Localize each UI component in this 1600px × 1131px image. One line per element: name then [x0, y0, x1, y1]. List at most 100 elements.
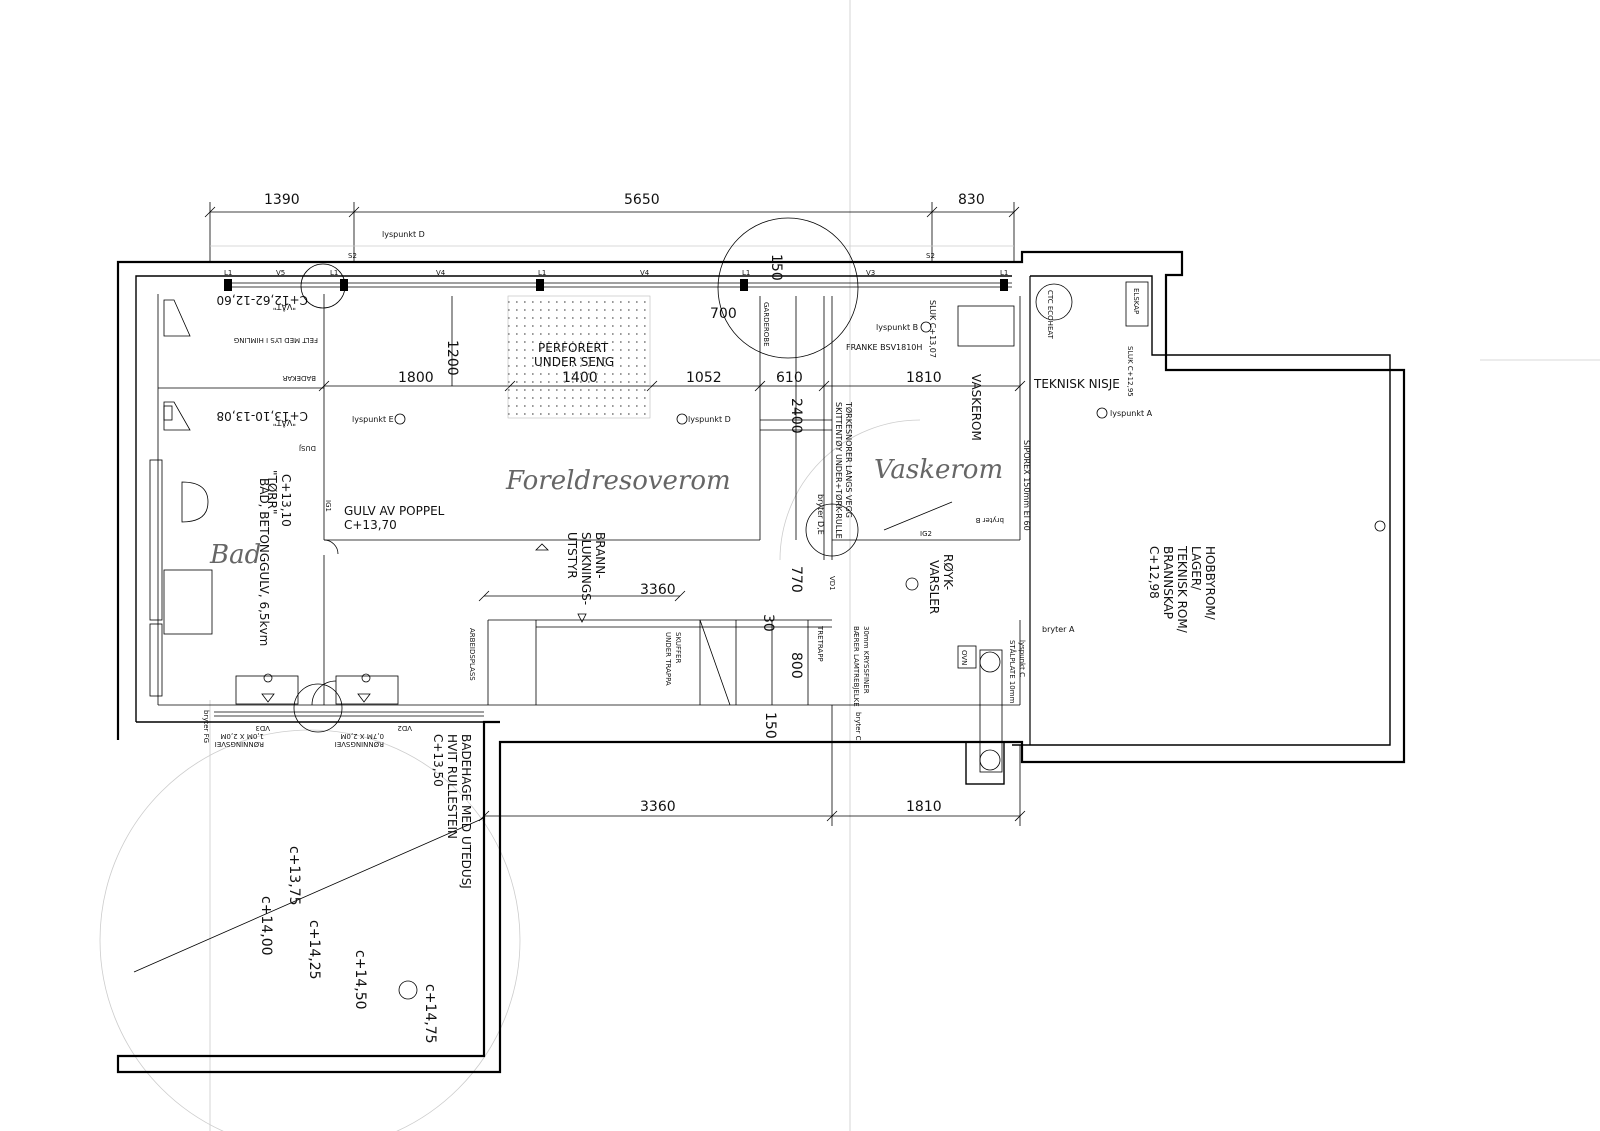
- window-tag-s2-2: S2: [926, 252, 935, 260]
- label-stalplate: STÅLPLATE 10mm: [1008, 640, 1017, 704]
- label-torr: "TØRR": [265, 470, 279, 515]
- label-brannskap: BRANNSKAP: [1161, 546, 1175, 619]
- top-dimension-line: [204, 202, 1020, 262]
- elskap-box: [1125, 281, 1149, 327]
- label-kryssfiner: 30mm KRYSSFINER: [862, 626, 870, 694]
- bottom-dimension-line: [478, 705, 1026, 826]
- chimney-flue-top: [979, 651, 1001, 673]
- window-tag-l1-5: L1: [1000, 269, 1008, 277]
- label-ctc-ecoheat: CTC ECOHEAT: [1046, 290, 1054, 340]
- room-name-bad: Bad: [209, 540, 261, 570]
- label-vaskerom-vertical: VASKEROM: [969, 374, 983, 441]
- label-lyspunkt-d-top: lyspunkt D: [382, 230, 425, 239]
- label-skuffer: SKUFFER: [674, 632, 682, 663]
- label-kote-1475: c+14,75: [422, 984, 438, 1044]
- label-teknisk-nisje: TEKNISK NISJE: [1033, 377, 1120, 391]
- label-torr-kote: C+13,10: [279, 474, 293, 527]
- label-baerer: BÆRER LAMTREBJELKE: [852, 626, 860, 707]
- label-lyspunkt-b: lyspunkt B: [876, 323, 918, 332]
- dim-top-1390: 1390: [264, 192, 300, 208]
- label-ig1: IG1: [324, 500, 332, 512]
- label-felt-lys: FELT MED LYS I HIMLING: [234, 336, 318, 344]
- label-sluk-1296: SLUK C+12,95: [1126, 346, 1134, 397]
- label-lyspunkt-a: lyspunkt A: [1110, 409, 1153, 418]
- label-ronningsvei-2: RØNNINGSVEI: [335, 740, 384, 748]
- lyspunkt-e-icon: [394, 413, 406, 425]
- label-varsler: VARSLER: [927, 560, 941, 614]
- label-bryter-de: bryter D,E: [816, 494, 825, 535]
- triangle-marker-icon: [535, 543, 549, 551]
- label-tretrapp: TRETRAPP: [816, 625, 824, 662]
- label-kote-1425: c+14,25: [306, 920, 322, 980]
- windows: [214, 279, 1012, 717]
- dim-150-top: 150: [768, 254, 784, 281]
- perforated-panel: [507, 295, 651, 419]
- dim-top-830: 830: [958, 192, 985, 208]
- dim-top-5650: 5650: [624, 192, 660, 208]
- label-vat-1-kote: C+12,62-12,60: [217, 293, 308, 307]
- label-skittentoy: SKITTENTØY UNDER+TØRK-RULLE: [834, 402, 844, 539]
- label-kote-1400: c+14,00: [258, 896, 274, 956]
- label-lager: LAGER/: [1189, 546, 1203, 591]
- outdoor-shower-icon: [398, 980, 418, 1000]
- dim-1052: 1052: [686, 370, 722, 386]
- label-under-seng: UNDER SENG: [534, 355, 614, 369]
- label-kote-1450: c+14,50: [352, 950, 368, 1010]
- label-bryter-b: bryter B: [975, 516, 1004, 524]
- dim-1200: 1200: [444, 340, 460, 376]
- window-tag-v5: V5: [276, 269, 285, 277]
- construction-lines: [99, 0, 1600, 1131]
- bath-fixtures: [149, 299, 399, 705]
- label-dusj: DUSJ: [299, 444, 316, 452]
- label-brann: BRANN-: [593, 532, 607, 579]
- leader-line: [883, 501, 953, 531]
- label-vd1: VD1: [828, 576, 836, 591]
- label-gulv-av-poppel: GULV AV POPPEL: [344, 504, 445, 518]
- window-tag-l1-3: L1: [538, 269, 546, 277]
- lyspunkt-b-icon: [920, 321, 932, 333]
- window-tag-v3: V3: [866, 269, 875, 277]
- label-garderobe: GARDEROBE: [762, 302, 770, 347]
- label-vd2: VD2: [397, 724, 412, 732]
- drain-icon: [1374, 520, 1386, 532]
- chimney-flue-bottom: [979, 749, 1001, 771]
- label-bryter-c: bryter C: [854, 712, 862, 741]
- label-bryter-a: bryter A: [1042, 625, 1075, 634]
- label-sluk-1307: SLUK C+13,07: [928, 300, 937, 358]
- window-tag-l1-2: L1: [330, 269, 338, 277]
- label-bad-betonggulv: BAD, BETONGGULV, 6,5kvm: [257, 478, 271, 646]
- window-tag-l1-1: L1: [224, 269, 232, 277]
- label-teknisk-rom: TEKNISK ROM/: [1175, 545, 1189, 634]
- interior-walls: [157, 294, 1021, 706]
- dim-770: 770: [788, 566, 804, 593]
- label-sluknings: SLUKNINGS-: [579, 532, 593, 605]
- label-elskap: ELSKAP: [1132, 288, 1140, 314]
- smoke-detector-icon: [905, 577, 919, 591]
- window-tag-v4-1: V4: [436, 269, 446, 277]
- label-bryter-fg: bryter FG: [202, 710, 210, 743]
- label-vat-2: "VÅT": [273, 418, 296, 429]
- label-ronningsvei-1: RØNNINGSVEI: [215, 740, 264, 748]
- label-franke: FRANKE BSV1810H: [846, 343, 922, 352]
- label-siporex: SIPOREX 150mm EI 60: [1022, 440, 1031, 531]
- label-lyspunkt-c: lyspunkt C: [1018, 640, 1026, 677]
- label-kote-1375: c+13,75: [286, 846, 302, 906]
- fire-equipment-icon: [577, 613, 587, 623]
- dim-3360-upper: 3360: [640, 582, 676, 598]
- label-vat-2-kote: C+13,10-13,08: [217, 409, 308, 423]
- room-name-vaskerom: Vaskerom: [874, 455, 1003, 485]
- chimney-shaft: [979, 649, 1003, 773]
- dim-30: 30: [760, 614, 776, 632]
- label-lyspunkt-d: lyspunkt D: [688, 415, 731, 424]
- label-perforert: PERFORERT: [538, 341, 609, 355]
- label-vd3: VD3: [255, 724, 270, 732]
- terrain-line: [133, 817, 485, 973]
- label-under-trappa: UNDER TRAPPA: [664, 632, 672, 686]
- outer-walls: [116, 250, 1406, 1074]
- window-tag-s2-1: S2: [348, 252, 357, 260]
- ctc-ecoheat-unit: [1035, 283, 1073, 321]
- label-gulv-kote: C+13,70: [344, 518, 397, 532]
- detail-circles: [293, 217, 859, 733]
- label-ronningsvei-2-size: 0,7M X 2,0M: [340, 732, 384, 740]
